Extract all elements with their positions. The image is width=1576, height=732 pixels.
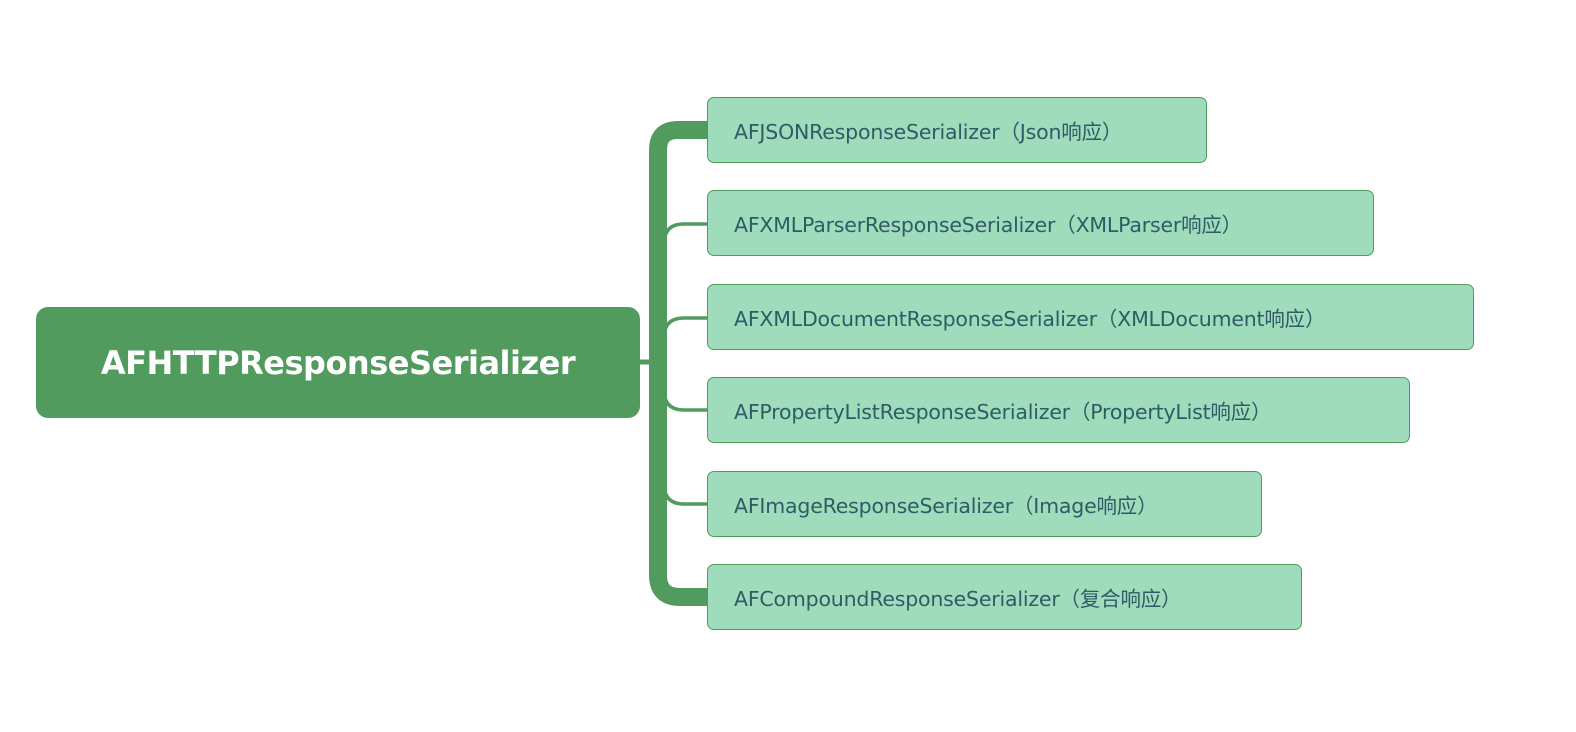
- child-label: AFImageResponseSerializer（Image响应）: [734, 494, 1158, 518]
- child-label: AFXMLParserResponseSerializer（XMLParser响…: [734, 213, 1242, 237]
- root-node[interactable]: AFHTTPResponseSerializer: [36, 307, 640, 418]
- branch-connector-1: [662, 222, 708, 245]
- root-label: AFHTTPResponseSerializer: [100, 343, 576, 382]
- child-label: AFCompoundResponseSerializer（复合响应）: [734, 587, 1182, 611]
- child-node-image[interactable]: AFImageResponseSerializer（Image响应）: [707, 471, 1262, 537]
- child-node-xml-document[interactable]: AFXMLDocumentResponseSerializer（XMLDocum…: [707, 284, 1474, 350]
- child-node-compound[interactable]: AFCompoundResponseSerializer（复合响应）: [707, 564, 1302, 630]
- branch-connector-3: [662, 389, 708, 412]
- branch-connector-2: [662, 316, 708, 339]
- trunk-connector: [649, 121, 708, 606]
- child-node-json[interactable]: AFJSONResponseSerializer（Json响应）: [707, 97, 1207, 163]
- child-label: AFXMLDocumentResponseSerializer（XMLDocum…: [734, 307, 1326, 331]
- child-label: AFPropertyListResponseSerializer（Propert…: [734, 400, 1272, 424]
- branch-connector-4: [662, 483, 708, 506]
- child-node-property-list[interactable]: AFPropertyListResponseSerializer（Propert…: [707, 377, 1410, 443]
- child-node-xml-parser[interactable]: AFXMLParserResponseSerializer（XMLParser响…: [707, 190, 1374, 256]
- child-label: AFJSONResponseSerializer（Json响应）: [734, 120, 1123, 144]
